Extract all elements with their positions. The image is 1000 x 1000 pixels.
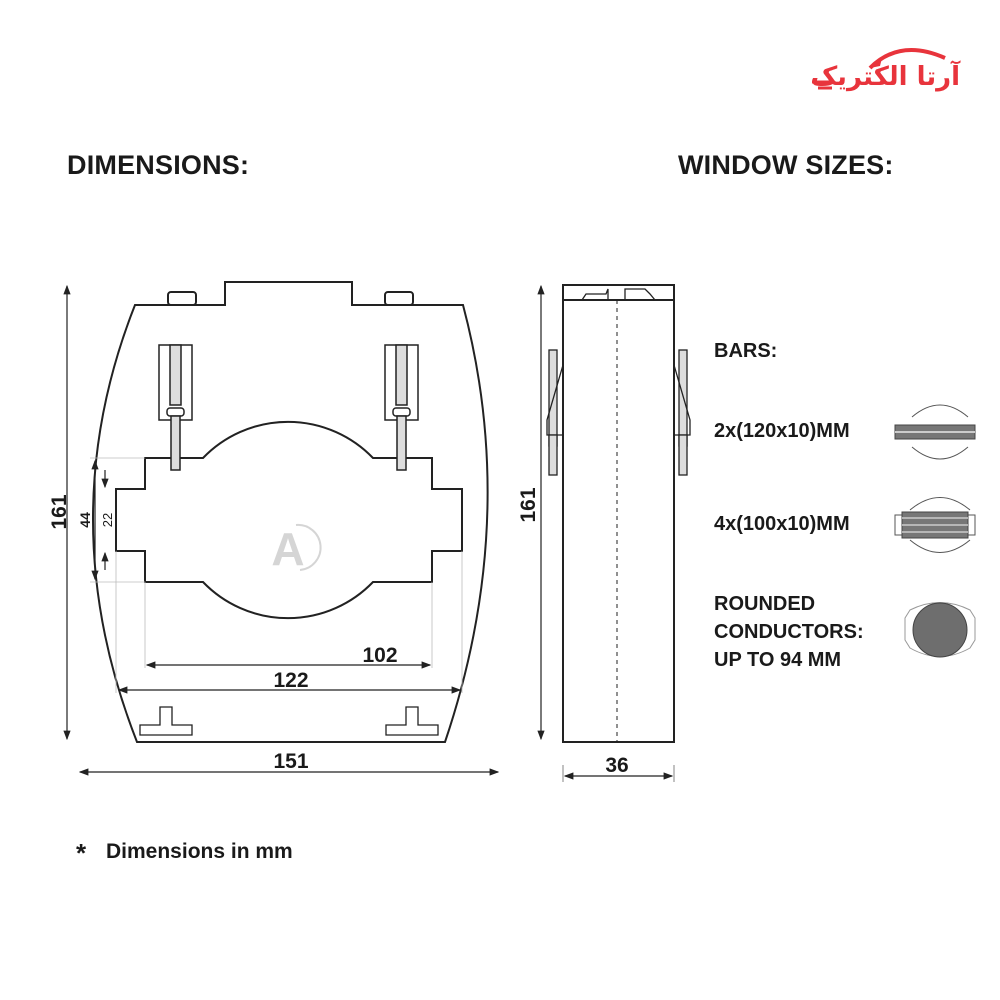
round-conductor-icon — [904, 602, 976, 658]
window-outline — [115, 420, 463, 620]
watermark-logo-icon: A — [271, 523, 322, 575]
foot-right — [385, 706, 439, 736]
bars-label: BARS: — [714, 340, 778, 362]
footnote-text: Dimensions in mm — [106, 840, 293, 863]
logo-text: آرتا الکتریک — [810, 62, 960, 92]
front-height-label: 161 — [48, 494, 71, 529]
window-inner-width-label: 102 — [362, 644, 397, 667]
window-sizes-heading: WINDOW SIZES: — [678, 150, 894, 180]
side-depth-label: 36 — [605, 754, 628, 777]
window-outer-height-label: 44 — [77, 512, 93, 528]
side-view — [546, 284, 691, 743]
side-clamp-left — [546, 349, 564, 476]
front-view — [92, 281, 489, 743]
window-outer-width-label: 122 — [273, 669, 308, 692]
front-dimension-lines — [63, 284, 500, 776]
front-width-label: 151 — [273, 750, 308, 773]
rounded-label-line3: UP TO 94 MM — [714, 649, 842, 671]
side-dimension-lines — [537, 284, 675, 782]
svg-text:A: A — [271, 523, 304, 575]
rounded-label-line1: ROUNDED — [714, 593, 816, 615]
brand-logo: آرتا الکتریک — [810, 40, 960, 100]
logo-swoosh-icon — [812, 48, 946, 90]
clamp-right — [384, 344, 419, 471]
foot-left — [139, 706, 193, 736]
footnote-star: * — [76, 838, 87, 868]
top-bolt-right — [384, 291, 414, 306]
side-height-label: 161 — [517, 487, 540, 522]
dimensions-heading: DIMENSIONS: — [67, 150, 250, 180]
four-bars-icon — [894, 497, 976, 553]
bars-option-label: 4x(100x10)MM — [714, 513, 850, 535]
window-inner-height-label: 22 — [100, 513, 115, 527]
side-body — [562, 284, 675, 743]
rounded-label-line2: CONDUCTORS: — [714, 621, 864, 643]
side-clamp-right — [673, 349, 691, 476]
top-bolt-left — [167, 291, 197, 306]
clamp-left — [158, 344, 193, 471]
two-bars-icon — [894, 404, 976, 460]
bars-option-label: 2x(120x10)MM — [714, 420, 850, 442]
